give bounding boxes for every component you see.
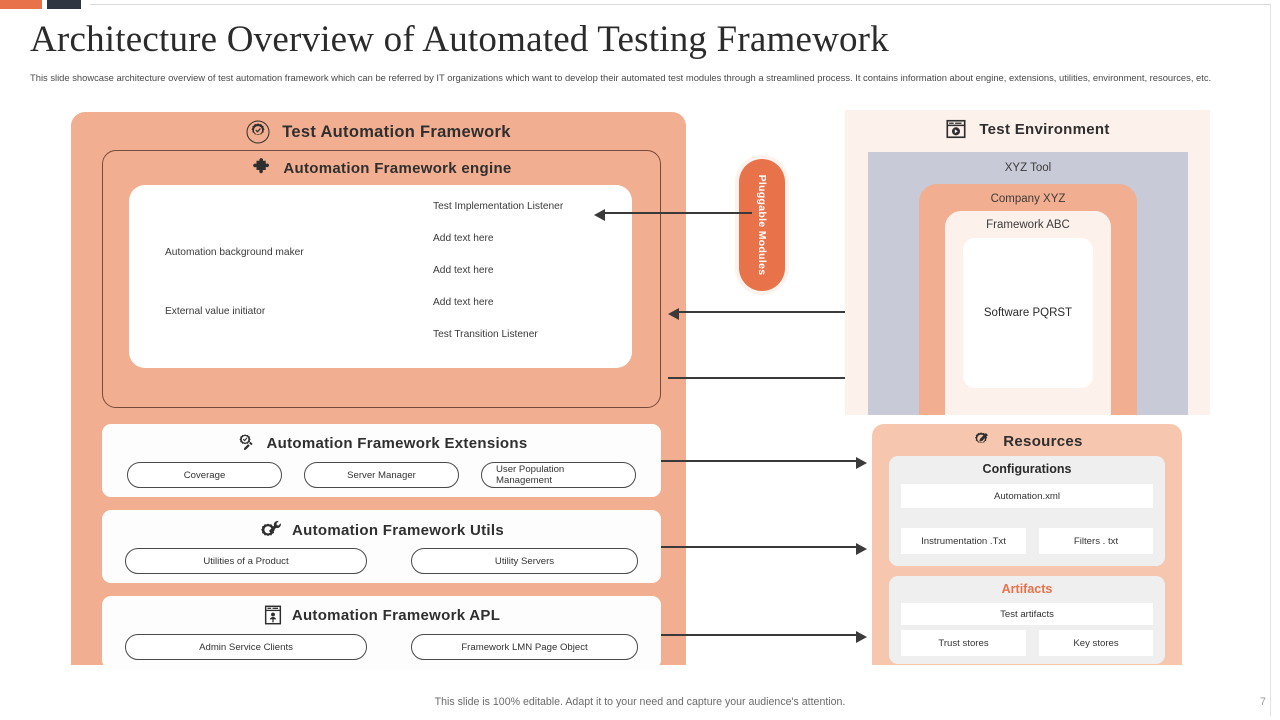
- apl-pill-row: Admin Service Clients Framework LMN Page…: [102, 634, 661, 660]
- resources-header: Resources: [872, 430, 1182, 452]
- environment-header: Test Environment: [845, 118, 1210, 140]
- footer-note: This slide is 100% editable. Adapt it to…: [434, 696, 846, 708]
- page-title: Architecture Overview of Automated Testi…: [30, 19, 889, 60]
- configurations-primary-box[interactable]: Automation.xml: [901, 484, 1153, 508]
- test-environment-panel: Test Environment XYZ Tool Company XYZ Fr…: [845, 110, 1210, 415]
- resources-title: Resources: [1003, 432, 1083, 450]
- artifacts-group: Artifacts Test artifacts Trust stores Ke…: [889, 576, 1165, 664]
- engine-right-item-1: Add text here: [433, 233, 494, 244]
- engine-left-column: Automation background maker External val…: [165, 185, 365, 368]
- gear-check-extensions-icon: [235, 432, 257, 454]
- environment-layer2-label: Company XYZ: [990, 193, 1066, 205]
- utils-title: Automation Framework Utils: [292, 521, 504, 539]
- extensions-header: Automation Framework Extensions: [102, 432, 661, 454]
- engine-right-item-4: Test Transition Listener: [433, 329, 538, 340]
- artifacts-primary-box[interactable]: Test artifacts: [901, 603, 1153, 625]
- extensions-pill-row: Coverage Server Manager User Population …: [102, 462, 661, 488]
- configurations-title: Configurations: [982, 462, 1072, 476]
- utils-pill-1[interactable]: Utility Servers: [411, 548, 638, 574]
- configurations-group: Configurations Automation.xml Instrument…: [889, 456, 1165, 566]
- engine-right-item-3: Add text here: [433, 297, 494, 308]
- engine-left-item-0: Automation background maker: [165, 247, 304, 258]
- engine-title: Automation Framework engine: [283, 159, 512, 177]
- engine-inner-card: Automation background maker External val…: [129, 185, 632, 368]
- window-user-icon: [263, 604, 283, 626]
- artifacts-secondary-label-1: Key stores: [1073, 637, 1119, 649]
- framework-header: Test Automation Framework: [71, 120, 686, 144]
- configurations-secondary-box-0[interactable]: Instrumentation .Txt: [901, 528, 1026, 554]
- apl-pill-1[interactable]: Framework LMN Page Object: [411, 634, 638, 660]
- extensions-title: Automation Framework Extensions: [266, 434, 528, 452]
- environment-layer-framework-abc: Framework ABC Software PQRST: [945, 211, 1111, 415]
- artifacts-secondary-box-1[interactable]: Key stores: [1039, 630, 1153, 656]
- artifacts-title: Artifacts: [1001, 582, 1053, 596]
- gear-pencil-icon: [971, 430, 993, 452]
- configurations-secondary-label-1: Filters . txt: [1073, 535, 1119, 547]
- apl-pill-0[interactable]: Admin Service Clients: [125, 634, 367, 660]
- environment-layer3-label: Framework ABC: [986, 219, 1070, 231]
- artifacts-secondary-label-0: Trust stores: [938, 637, 989, 649]
- arrow-engine-to-environment: [668, 374, 866, 386]
- arrow-pluggable-to-engine: [594, 209, 752, 221]
- extensions-card: Automation Framework Extensions Coverage…: [102, 424, 661, 497]
- utils-header: Automation Framework Utils: [102, 518, 661, 542]
- utils-pill-row: Utilities of a Product Utility Servers: [102, 548, 661, 574]
- gear-wrench-icon: [259, 518, 283, 542]
- page-subtitle: This slide showcase architecture overvie…: [30, 72, 1212, 83]
- puzzle-piece-icon: [251, 157, 273, 179]
- arrow-utils-to-resources: [661, 543, 867, 555]
- engine-right-column: Test Implementation Listener Add text he…: [433, 201, 633, 361]
- utils-card: Automation Framework Utils Utilities of …: [102, 510, 661, 583]
- right-divider-line: [1270, 4, 1271, 716]
- utils-pill-0[interactable]: Utilities of a Product: [125, 548, 367, 574]
- artifacts-primary-label: Test artifacts: [1000, 608, 1054, 620]
- pluggable-modules-label: Pluggable Modules: [756, 174, 768, 276]
- engine-left-item-1: External value initiator: [165, 306, 266, 317]
- gear-check-icon: [246, 120, 270, 144]
- page-number: 7: [1259, 696, 1266, 708]
- resources-panel: Resources Configurations Automation.xml …: [872, 424, 1182, 665]
- environment-layer1-label: XYZ Tool: [1004, 162, 1052, 174]
- configurations-secondary-label-0: Instrumentation .Txt: [921, 535, 1006, 547]
- browser-play-icon: [945, 118, 967, 140]
- engine-right-item-2: Add text here: [433, 265, 494, 276]
- engine-header: Automation Framework engine: [103, 157, 660, 179]
- arrow-extensions-to-resources: [661, 457, 867, 469]
- apl-header: Automation Framework APL: [102, 604, 661, 626]
- top-accent-bar-orange: [0, 0, 42, 9]
- environment-layer-company-xyz: Company XYZ Framework ABC Software PQRST: [919, 184, 1137, 415]
- apl-title: Automation Framework APL: [291, 606, 501, 624]
- arrow-environment-to-engine: [668, 308, 868, 320]
- extensions-pill-1[interactable]: Server Manager: [304, 462, 459, 488]
- configurations-primary-label: Automation.xml: [993, 490, 1061, 502]
- apl-card: Automation Framework APL Admin Service C…: [102, 596, 661, 669]
- top-divider-line: [90, 4, 1270, 5]
- configurations-secondary-box-1[interactable]: Filters . txt: [1039, 528, 1153, 554]
- artifacts-secondary-box-0[interactable]: Trust stores: [901, 630, 1026, 656]
- automation-framework-engine-box: Automation Framework engine Automation b…: [102, 150, 661, 408]
- test-automation-framework-panel: Test Automation Framework Automation Fra…: [71, 112, 686, 669]
- extensions-pill-2[interactable]: User Population Management: [481, 462, 636, 488]
- extensions-pill-0[interactable]: Coverage: [127, 462, 282, 488]
- top-accent-bar-dark: [47, 0, 81, 9]
- arrow-apl-to-resources: [661, 631, 867, 643]
- engine-right-item-0: Test Implementation Listener: [433, 201, 564, 212]
- environment-layer-software-pqrst: Software PQRST: [963, 238, 1093, 388]
- environment-layer-xyz-tool: XYZ Tool Company XYZ Framework ABC Softw…: [868, 152, 1188, 415]
- environment-title: Test Environment: [979, 120, 1110, 138]
- pluggable-modules-tab[interactable]: Pluggable Modules: [739, 159, 785, 291]
- framework-title: Test Automation Framework: [282, 122, 511, 141]
